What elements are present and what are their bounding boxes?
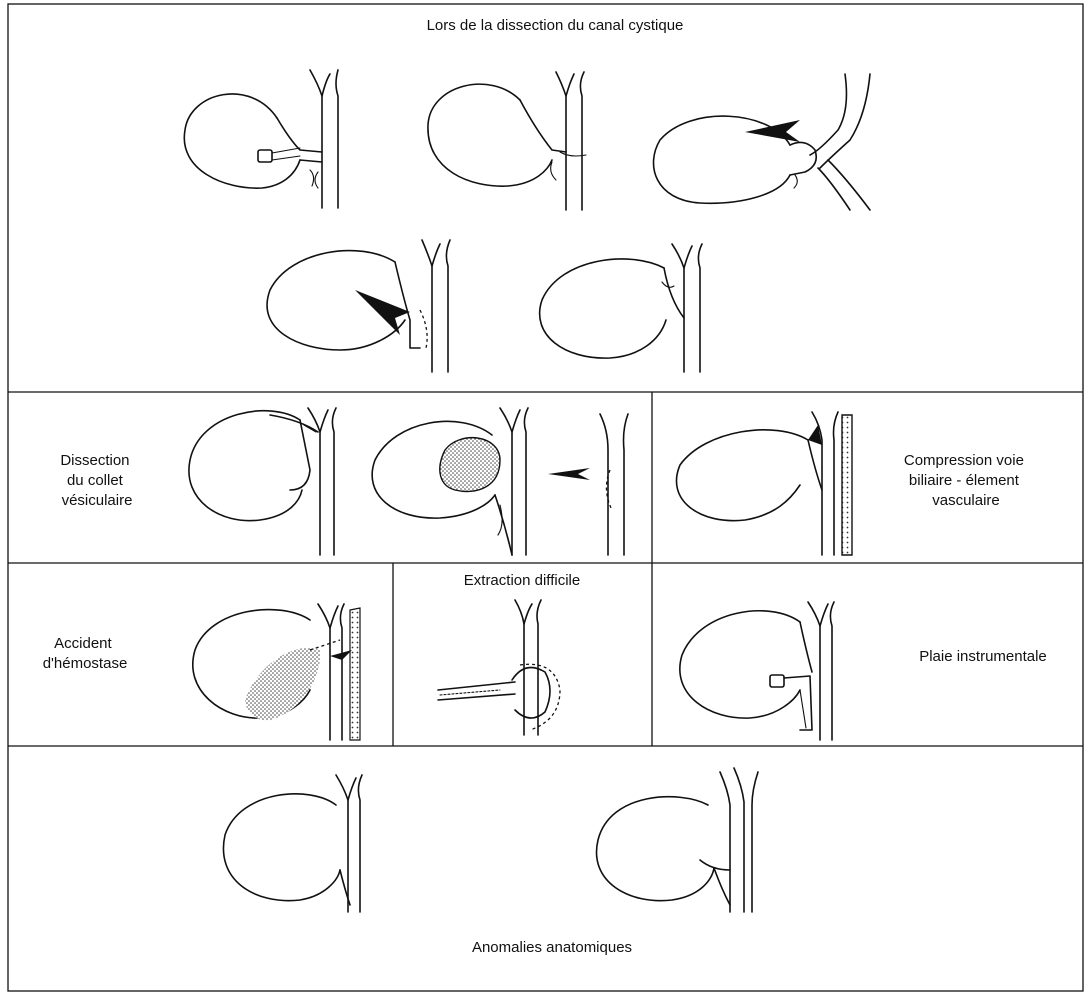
- illustration-cystic-duct-tear: [267, 240, 450, 372]
- illustration-neck-dissection: [189, 408, 336, 555]
- instrumental-label: Plaie instrumentale: [919, 648, 1047, 665]
- illustration-cystic-ligature: [184, 70, 338, 208]
- extraction-title: Extraction difficile: [464, 572, 580, 589]
- illustration-cystic-normal: [540, 244, 702, 372]
- illustration-compression: [676, 412, 852, 555]
- panel-instrumental-injury: Plaie instrumentale: [680, 602, 1047, 740]
- illustration-common-duct-ligature: [428, 72, 586, 210]
- illustration-extraction: [438, 600, 560, 735]
- panel-difficult-extraction: Extraction difficile: [438, 572, 580, 735]
- illustration-anomaly-2: [597, 768, 758, 912]
- panel-title-cystic-duct: Lors de la dissection du canal cystique: [427, 17, 684, 34]
- panel-neck-dissection: Dissection du collet vésiculaire: [60, 408, 628, 555]
- illustration-cystic-junction: [653, 74, 870, 210]
- anatomy-label: Anomalies anatomiques: [472, 939, 632, 956]
- illustration-instrumental: [680, 602, 834, 740]
- illustration-anomaly-1: [223, 775, 362, 912]
- panel-cystic-duct-dissection: Lors de la dissection du canal cystique: [184, 17, 870, 372]
- compression-label: Compression voie biliaire - élement vasc…: [904, 452, 1028, 509]
- panel-compression: Compression voie biliaire - élement vasc…: [676, 412, 1028, 555]
- neck-dissection-label: Dissection du collet vésiculaire: [60, 452, 133, 509]
- panel-anatomical-anomalies: Anomalies anatomiques: [223, 768, 758, 956]
- illustration-neck-stone: [372, 408, 628, 555]
- panel-hemostasis-accident: Accident d'hémostase: [43, 604, 360, 740]
- hemostasis-label: Accident d'hémostase: [43, 635, 128, 672]
- illustration-hemostasis: [193, 604, 360, 740]
- figure-frame: [8, 4, 1083, 991]
